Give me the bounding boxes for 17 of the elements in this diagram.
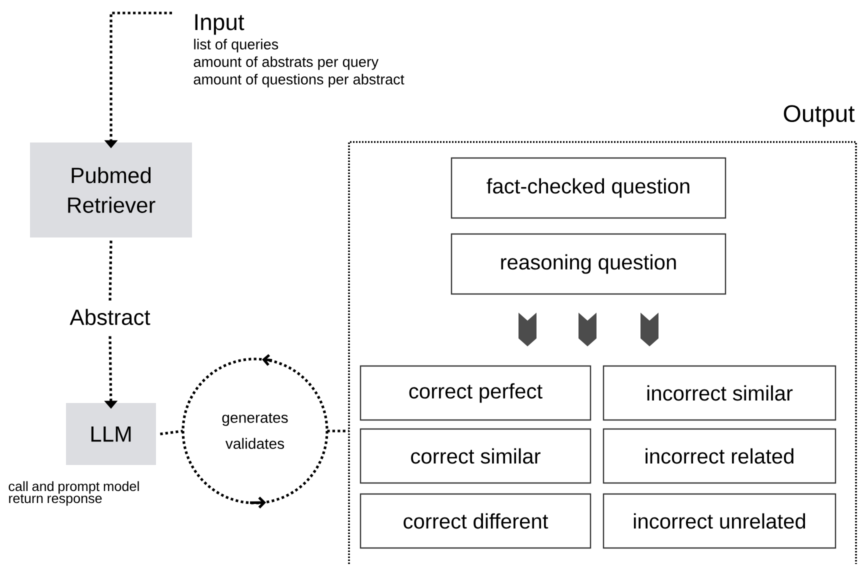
- heading: Output: [784, 105, 855, 127]
- caption-text: call and prompt model return response: [8, 481, 139, 506]
- chevron-arrow: [578, 312, 596, 346]
- process-box: LLM: [66, 403, 156, 465]
- category-box: correct different: [360, 493, 592, 549]
- category-box: incorrect related: [602, 428, 836, 484]
- category-box: fact-checked question: [450, 157, 726, 219]
- chevron-arrow: [518, 312, 536, 346]
- category-box: reasoning question: [450, 233, 726, 295]
- process-box: Pubmed Retriever: [30, 142, 192, 238]
- category-box: incorrect similar: [602, 365, 836, 421]
- category-box: correct perfect: [360, 365, 592, 421]
- chevron-arrow: [640, 312, 658, 346]
- input-text: Input list of queries amount of abstrats per query amount of questions per abstract: [194, 14, 404, 88]
- category-box: correct similar: [360, 428, 592, 484]
- category-box: incorrect unrelated: [602, 493, 836, 549]
- bare-text: Abstract: [70, 308, 150, 326]
